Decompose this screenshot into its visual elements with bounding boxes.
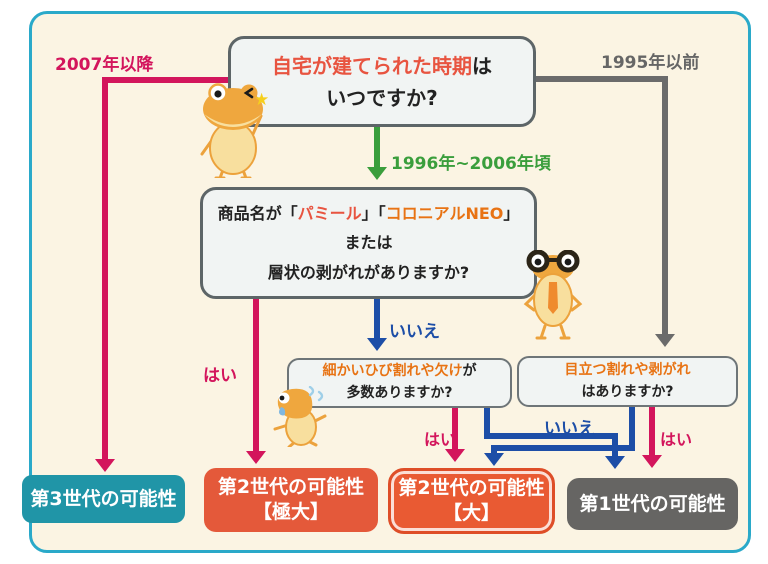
arrowhead-to-q4 bbox=[655, 334, 675, 347]
gen2max-line1: 第2世代の可能性 bbox=[217, 476, 365, 499]
q3-line2: 多数ありますか? bbox=[346, 385, 453, 401]
q1-line1: 自宅が建てられた時期は bbox=[272, 50, 492, 82]
arrowhead-to-gen2large-yes bbox=[445, 449, 465, 462]
question-box-build-period: 自宅が建てられた時期は いつですか? bbox=[228, 36, 536, 127]
q2-mid: 」「 bbox=[361, 203, 386, 223]
q2-product-colonial-neo: コロニアルNEO bbox=[385, 203, 504, 223]
glasses-frog-mascot-icon bbox=[523, 250, 583, 340]
line-mid-vertical bbox=[374, 127, 380, 169]
q2-line1: 商品名が「パミール」「コロニアルNEO」 bbox=[218, 199, 520, 229]
line-q4-no-drop bbox=[491, 445, 497, 455]
tremble-squiggle-icon bbox=[308, 386, 324, 402]
q4-line2: はありますか? bbox=[581, 383, 674, 400]
label-after-2007: 2007年以降 bbox=[55, 55, 154, 75]
label-no-q2: いいえ bbox=[389, 322, 440, 342]
gen2max-line2: 【極大】 bbox=[252, 501, 329, 523]
q2-line3: 層状の剥がれがありますか? bbox=[267, 262, 470, 282]
arrowhead-to-q2 bbox=[367, 167, 387, 180]
q3-line1: 細かいひび割れや欠けが bbox=[323, 361, 477, 383]
line-2007-horizontal bbox=[102, 77, 228, 83]
line-q3-no-down bbox=[484, 408, 490, 439]
q2-product-pamir: パミール bbox=[297, 203, 362, 223]
gen1-label: 第1世代の可能性 bbox=[579, 492, 726, 515]
gen2large-line2: 【大】 bbox=[442, 502, 500, 524]
q2-pre: 商品名が「 bbox=[217, 203, 298, 223]
label-before-1995: 1995年以前 bbox=[601, 53, 700, 73]
q3-suffix: が bbox=[462, 363, 477, 380]
q3-highlight: 細かいひび割れや欠け bbox=[322, 363, 463, 380]
star-icon: ★ bbox=[254, 90, 269, 110]
arrowhead-to-gen2max bbox=[246, 451, 266, 464]
result-box-gen2-max: 第2世代の可能性 【極大】 bbox=[204, 468, 378, 532]
line-1995-horizontal bbox=[536, 76, 668, 82]
q1-highlight: 自宅が建てられた時期 bbox=[272, 53, 472, 78]
line-1995-vertical bbox=[662, 76, 668, 336]
result-box-gen1: 第1世代の可能性 bbox=[567, 478, 738, 530]
q4-highlight: 目立つ割れや剥がれ bbox=[564, 361, 691, 378]
question-box-visible-cracks: 目立つ割れや剥がれ はありますか? bbox=[517, 356, 738, 407]
label-yes-q4: はい bbox=[660, 430, 693, 449]
line-q4-no-across bbox=[491, 445, 635, 451]
line-q4-no-down bbox=[629, 407, 635, 451]
label-no-cross: いいえ bbox=[544, 419, 595, 439]
arrowhead-to-gen2large-no bbox=[484, 453, 504, 466]
line-q3-yes bbox=[452, 408, 458, 451]
label-yes-q2: はい bbox=[203, 366, 237, 386]
line-q3-no-across bbox=[484, 433, 618, 439]
question-box-product-name: 商品名が「パミール」「コロニアルNEO」 または 層状の剥がれがありますか? bbox=[200, 187, 537, 299]
line-2007-vertical bbox=[102, 77, 108, 460]
result-box-gen2-large: 第2世代の可能性 【大】 bbox=[388, 468, 555, 534]
line-q2-no bbox=[374, 299, 380, 340]
result-box-gen3: 第3世代の可能性 bbox=[22, 475, 185, 523]
q2-post: 」 bbox=[503, 203, 520, 223]
arrowhead-to-gen1-yes bbox=[642, 455, 662, 468]
crying-frog-mascot-icon bbox=[273, 388, 327, 447]
arrowhead-to-gen1-no bbox=[605, 456, 625, 469]
arrowhead-to-q3 bbox=[367, 338, 387, 351]
label-mid-period: 1996年~2006年頃 bbox=[391, 154, 551, 174]
q1-suffix: は bbox=[472, 53, 492, 78]
q2-line2: または bbox=[344, 233, 393, 253]
line-q2-yes bbox=[253, 299, 259, 453]
arrowhead-to-gen3 bbox=[95, 459, 115, 472]
gen2large-line1: 第2世代の可能性 bbox=[398, 477, 545, 500]
winking-frog-mascot-icon: ★ bbox=[200, 83, 269, 178]
label-yes-q3: はい bbox=[424, 430, 457, 449]
q1-line2: いつですか? bbox=[326, 85, 438, 110]
line-q4-yes bbox=[649, 407, 655, 457]
gen3-label: 第3世代の可能性 bbox=[30, 487, 177, 510]
question-box-fine-cracks: 細かいひび割れや欠けが 多数ありますか? bbox=[287, 358, 512, 408]
